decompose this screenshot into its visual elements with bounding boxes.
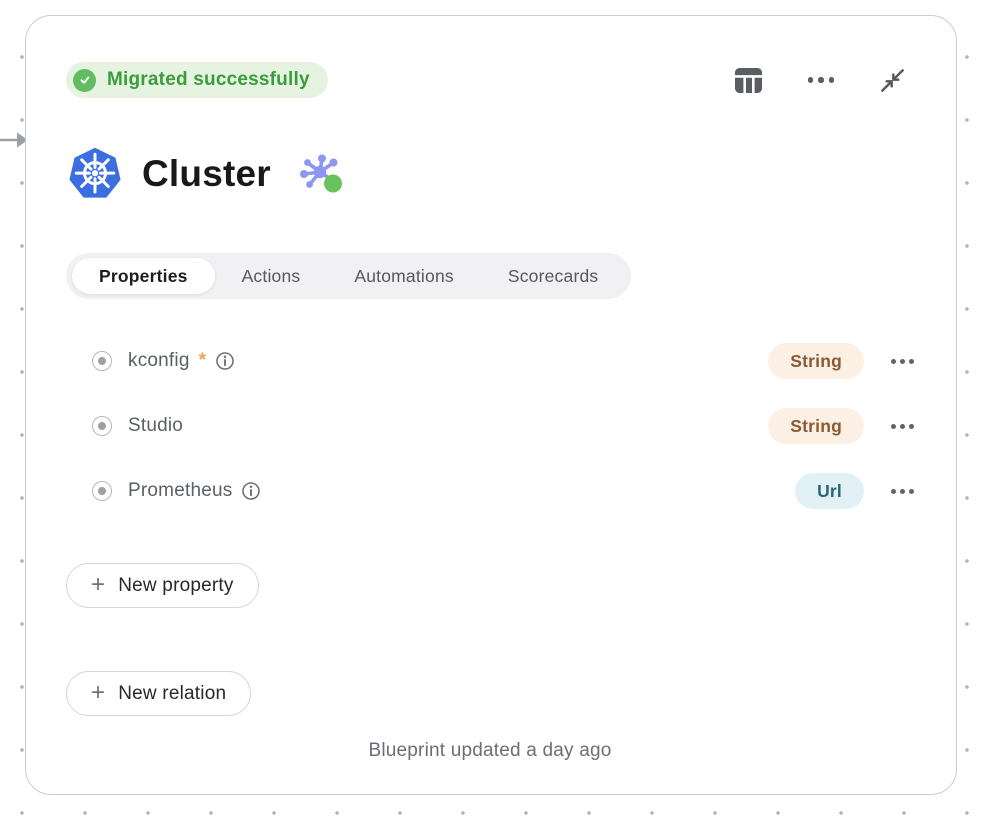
property-row-kconfig[interactable]: kconfig * String <box>92 343 914 379</box>
card-toolbar <box>734 67 907 94</box>
more-options-icon <box>891 423 914 429</box>
property-type-icon <box>92 416 112 436</box>
property-row-studio[interactable]: Studio String <box>92 408 914 444</box>
card-top-row: Migrated successfully <box>66 62 914 98</box>
plus-icon: + <box>91 570 106 598</box>
blueprint-updated-note: Blueprint updated a day ago <box>368 740 612 761</box>
page-title: Cluster <box>142 153 271 194</box>
tab-scorecards[interactable]: Scorecards <box>481 258 626 294</box>
more-options-icon <box>891 358 914 364</box>
info-button[interactable] <box>215 351 235 371</box>
info-icon <box>216 352 234 370</box>
blueprint-card: Migrated successfully <box>25 15 957 795</box>
property-more-button[interactable] <box>891 423 914 429</box>
info-icon <box>242 482 261 500</box>
tab-automations[interactable]: Automations <box>327 258 480 294</box>
property-row-prometheus[interactable]: Prometheus Url <box>92 473 914 509</box>
tab-actions[interactable]: Actions <box>215 258 328 294</box>
more-options-icon <box>891 488 914 494</box>
property-type-badge: String <box>768 343 864 379</box>
migration-status-badge: Migrated successfully <box>66 62 328 98</box>
new-relation-button[interactable]: + New relation <box>66 671 252 716</box>
new-property-label: New property <box>118 574 234 596</box>
property-name: Prometheus <box>128 480 233 501</box>
property-more-button[interactable] <box>891 358 914 364</box>
new-property-button[interactable]: + New property <box>66 563 259 608</box>
property-more-button[interactable] <box>891 488 914 494</box>
property-type-icon <box>92 351 112 371</box>
table-columns-button[interactable] <box>734 67 763 94</box>
new-relation-label: New relation <box>118 682 227 704</box>
blueprint-tabs: Properties Actions Automations Scorecard… <box>66 253 632 299</box>
add-buttons: + New property + New relation <box>66 538 914 716</box>
graph-view-icon <box>299 154 342 193</box>
relation-edge-arrow-icon <box>0 132 28 148</box>
info-button[interactable] <box>241 481 261 501</box>
property-name: kconfig <box>128 350 190 371</box>
tab-properties[interactable]: Properties <box>72 258 215 294</box>
check-circle-icon <box>73 68 96 92</box>
required-marker: * <box>198 350 207 371</box>
plus-icon: + <box>91 678 106 706</box>
migration-status-label: Migrated successfully <box>107 69 310 90</box>
properties-list: kconfig * String Studio String <box>66 343 914 509</box>
table-columns-icon <box>734 67 762 93</box>
collapse-button[interactable] <box>879 67 906 94</box>
property-type-badge: String <box>768 408 864 444</box>
property-name: Studio <box>128 415 184 436</box>
more-options-icon <box>807 77 834 83</box>
property-type-badge: Url <box>795 473 864 509</box>
collapse-icon <box>880 68 905 92</box>
property-type-icon <box>92 481 112 501</box>
graph-view-button[interactable] <box>299 153 345 195</box>
more-options-button[interactable] <box>807 77 834 83</box>
kubernetes-icon <box>69 147 121 198</box>
blueprint-header: Cluster <box>66 145 914 203</box>
